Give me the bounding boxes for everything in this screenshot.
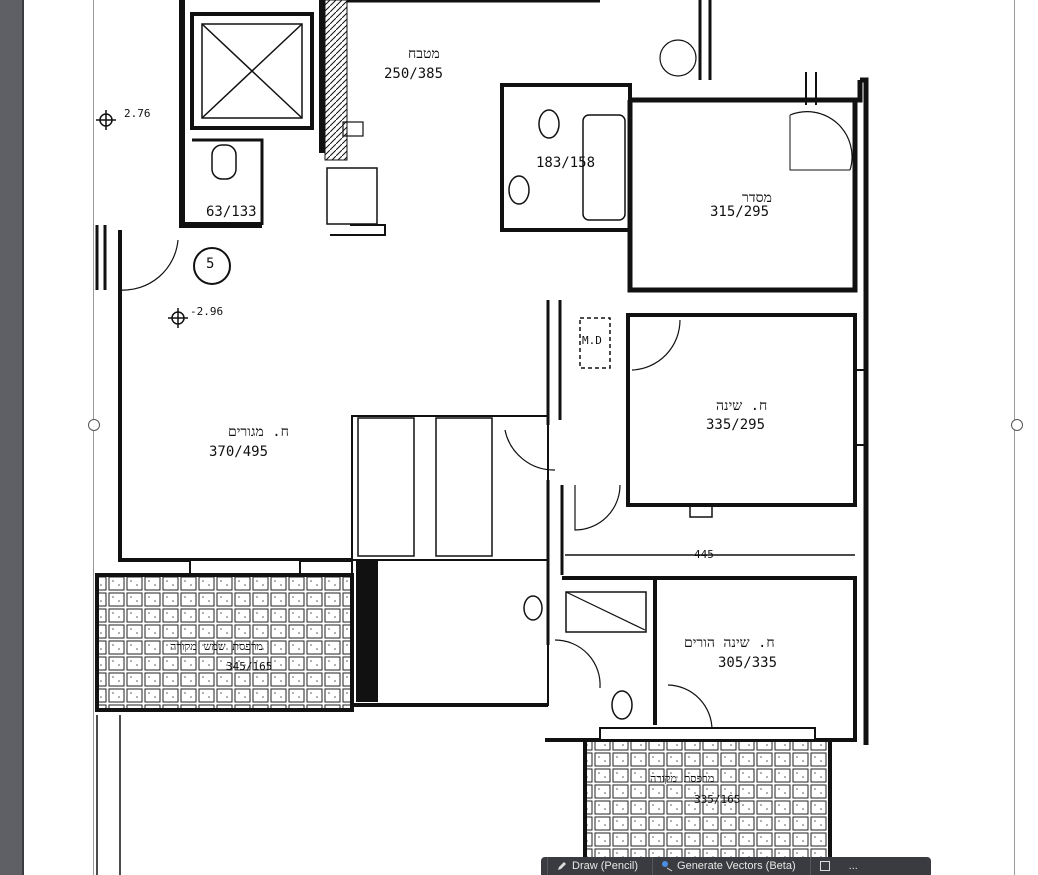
balcony-main-dims: 345/165: [226, 660, 273, 673]
right-resize-handle[interactable]: [1011, 419, 1023, 431]
balcony-main-name: מרפסת שמש מקורה: [170, 640, 263, 653]
bedroom-name: ח. שינה: [716, 398, 768, 414]
living-dims: 370/495: [209, 444, 269, 460]
storage-dims: 315/295: [710, 204, 770, 220]
generate-vectors-label: Generate Vectors (Beta): [677, 860, 796, 872]
kitchen-name: מטבח: [408, 46, 440, 62]
balcony-service-name: מרפסת מקורה: [650, 772, 715, 785]
generate-vectors-button[interactable]: Generate Vectors (Beta): [652, 857, 804, 875]
level-lower: -2.96: [190, 305, 224, 318]
storage-name: מסדר: [742, 190, 772, 206]
pencil-icon: [558, 862, 566, 870]
corridor-width: 445: [694, 548, 714, 561]
level-upper: 2.76: [124, 107, 151, 120]
master-bedroom-name: ח. שינה הורים: [684, 635, 775, 651]
left-panel-edge: [22, 0, 24, 875]
left-panel-strip: [0, 0, 22, 875]
left-resize-handle[interactable]: [88, 419, 100, 431]
floating-toolbar: Draw (Pencil) Generate Vectors (Beta) ..…: [541, 857, 931, 875]
expand-button[interactable]: [809, 857, 839, 875]
living-name: ח. מגורים: [228, 424, 289, 440]
bathroom-dims: 183/158: [536, 155, 596, 171]
draw-pencil-label: Draw (Pencil): [572, 860, 639, 872]
more-options-button[interactable]: ...: [848, 860, 858, 872]
master-bedroom-dims: 305/335: [718, 655, 778, 671]
document-page: [93, 0, 1015, 875]
stair-number: 5: [206, 256, 215, 272]
expand-icon: [819, 861, 830, 871]
balcony-service-dims: 335/165: [694, 793, 741, 806]
kitchen-dims: 250/385: [384, 66, 444, 82]
bedroom-dims: 335/295: [706, 417, 766, 433]
draw-pencil-button[interactable]: Draw (Pencil): [547, 857, 646, 875]
shaft-label: M.D: [582, 334, 602, 347]
vector-icon: [662, 861, 673, 872]
guest-wc-dims: 63/133: [206, 204, 257, 220]
